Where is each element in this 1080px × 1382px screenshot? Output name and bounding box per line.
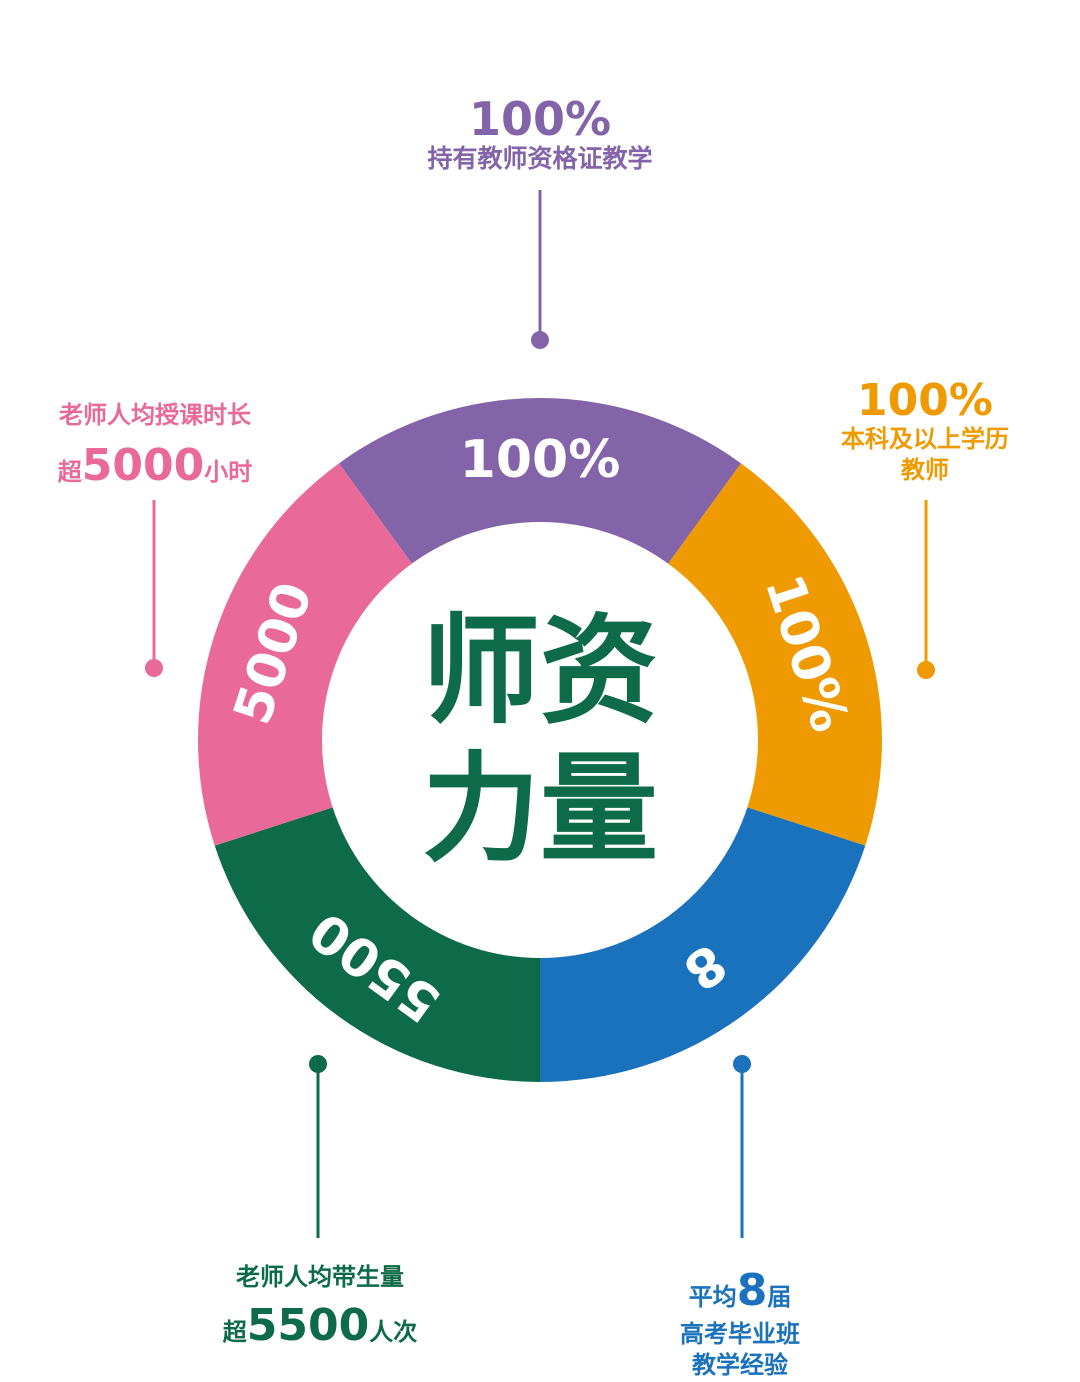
callout-bachelor-degree: 100% 本科及以上学历 教师: [820, 375, 1030, 487]
callout-bottom-left-value: 5500: [246, 1300, 370, 1352]
ring-segment-blue: [540, 807, 866, 1082]
callout-teaching-hours: 老师人均授课时长 超5000小时: [35, 400, 275, 494]
ring-segment-purple: [338, 397, 742, 564]
ring-segments: [198, 397, 883, 1082]
callout-top-value: 100%: [468, 92, 612, 146]
callout-left-suffix: 小时: [204, 458, 253, 487]
callout-bottom-left-suffix: 人次: [369, 1318, 418, 1347]
leader-dot-right: [917, 661, 935, 679]
callout-leader-lines: [145, 190, 935, 1238]
ring-segment-orange: [668, 463, 883, 846]
leader-dot-bottom-right: [733, 1055, 751, 1073]
callout-left-prefix: 超: [57, 458, 82, 487]
leader-dot-left: [145, 659, 163, 677]
callout-top-text: 持有教师资格证教学: [427, 144, 653, 174]
center-title: 师资 力量: [422, 602, 658, 878]
leader-dot-top: [531, 331, 549, 349]
callout-left-value: 5000: [81, 440, 205, 492]
callout-teacher-certificate: 100% 持有教师资格证教学: [390, 95, 690, 176]
callout-bottom-left-line1: 老师人均带生量: [236, 1263, 404, 1291]
callout-bottom-right-prefix: 平均: [688, 1283, 737, 1311]
ring-segment-label-purple: 100%: [460, 430, 621, 490]
callout-bottom-right-line3: 教学经验: [692, 1351, 788, 1380]
center-title-line2: 力量: [422, 740, 658, 878]
callout-right-line1: 本科及以上学历: [841, 425, 1009, 454]
leader-dot-bottom-left: [309, 1055, 327, 1073]
callout-student-count: 老师人均带生量 超5500人次: [200, 1262, 440, 1354]
callout-bottom-left-prefix: 超: [222, 1318, 247, 1347]
ring-segment-green: [214, 807, 540, 1082]
callout-bottom-right-suffix: 届: [767, 1283, 792, 1311]
callout-graduating-class-experience: 平均8届 高考毕业班 教学经验: [640, 1262, 840, 1382]
callout-left-line1: 老师人均授课时长: [59, 401, 251, 429]
center-title-line1: 师资: [422, 602, 658, 740]
callout-right-value: 100%: [857, 375, 993, 426]
callout-bottom-right-value: 8: [736, 1265, 768, 1316]
callout-bottom-right-line2: 高考毕业班: [680, 1320, 800, 1349]
callout-left-line2: 超5000小时: [35, 437, 275, 494]
ring-segment-pink: [198, 463, 412, 846]
callout-right-line2: 教师: [901, 456, 949, 485]
callout-bottom-left-line2: 超5500人次: [200, 1297, 440, 1354]
callout-bottom-right-line1: 平均8届: [640, 1262, 840, 1319]
